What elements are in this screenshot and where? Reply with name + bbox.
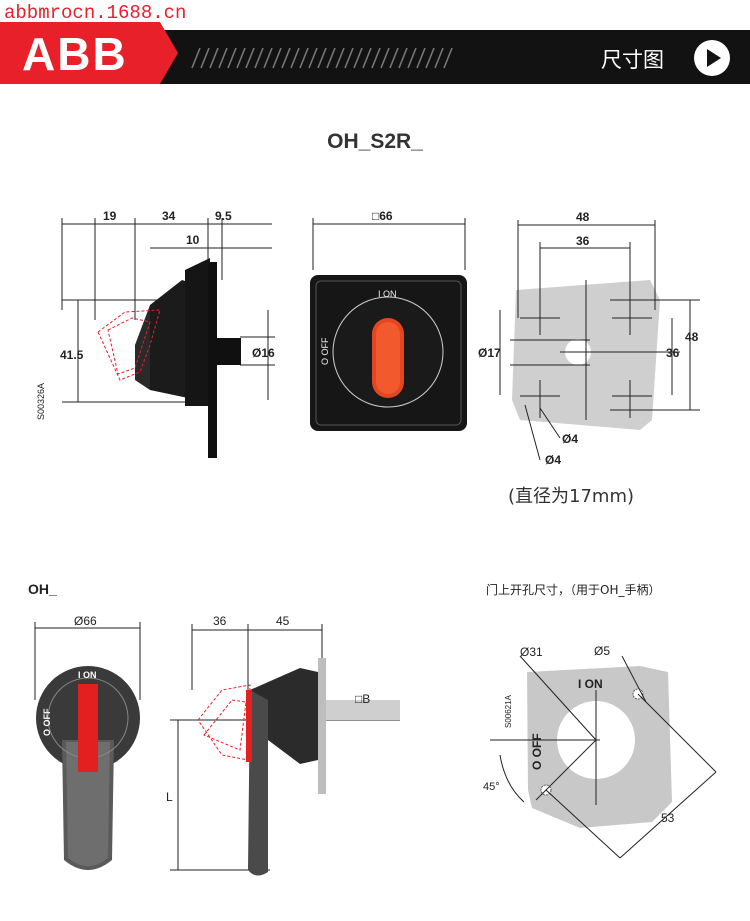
fig2-dim-36: 36 (213, 614, 227, 628)
abb-logo-tab (0, 22, 178, 84)
fig2-cutout-off-label: O OFF (530, 733, 544, 770)
fig1-code: S00326A (36, 382, 46, 420)
fig1-cutout-view (499, 220, 700, 461)
fig2-title: OH_ (28, 581, 57, 597)
fig2-length-label: L (166, 790, 173, 804)
hatch-decoration (191, 47, 453, 69)
fig2-on-label: I ON (78, 670, 97, 680)
fig2-side-view (170, 624, 400, 876)
fig1-dim-66: □66 (372, 209, 393, 223)
fig1-dim-9-5: 9.5 (215, 209, 232, 223)
fig2-angle: 45° (483, 781, 500, 793)
fig1-dim-36-right: 36 (666, 346, 680, 360)
fig2-cutout-on-label: I ON (578, 677, 603, 691)
fig1-dim-d16: Ø16 (252, 346, 275, 360)
fig2-dim-d5: Ø5 (594, 644, 611, 658)
fig1-cutout-note: (直径为17mm) (508, 486, 635, 507)
fig2-cutout-view (490, 655, 717, 859)
fig2-dim-53: 53 (661, 811, 675, 825)
fig1-off-label: O OFF (320, 337, 330, 366)
fig1-dim-48-top: 48 (576, 210, 590, 224)
fig2-dim-d31: Ø31 (520, 645, 543, 659)
fig2-off-label: O OFF (42, 708, 52, 737)
fig1-dim-19: 19 (103, 209, 117, 223)
fig2-cutout-caption: 门上开孔尺寸，（用于OH_手柄） (486, 583, 661, 597)
fig2-dim-d66: Ø66 (74, 614, 97, 628)
fig1-dim-10: 10 (186, 233, 200, 247)
fig1-on-label: I ON (378, 289, 397, 299)
play-circle-icon[interactable] (694, 40, 730, 76)
section-label: 尺寸图 (601, 48, 664, 72)
fig1-dim-36-top: 36 (576, 234, 590, 248)
fig2-dim-45: 45 (276, 614, 290, 628)
fig1-front-view (310, 218, 467, 431)
fig1-dim-41-5: 41.5 (60, 348, 84, 362)
watermark-text: abbmrocn.1688.cn (4, 2, 187, 24)
header-banner: ABB 尺寸图 (0, 0, 750, 84)
fig1-side-view (61, 218, 275, 403)
fig1-dim-48-right: 48 (685, 330, 699, 344)
fig1-dim-d4-a: Ø4 (562, 432, 579, 446)
fig2-shaft-label: □B (355, 692, 371, 706)
fig1-side-body (97, 258, 241, 458)
abb-logo: ABB (22, 28, 128, 80)
fig1-dim-d4-b: Ø4 (545, 453, 562, 467)
fig1-title: OH_S2R_ (327, 130, 423, 153)
fig1-dim-34: 34 (162, 209, 176, 223)
fig1-dim-d17: Ø17 (478, 346, 501, 360)
fig2-front-view (34, 622, 141, 870)
fig2-code: S00621A (504, 695, 513, 728)
